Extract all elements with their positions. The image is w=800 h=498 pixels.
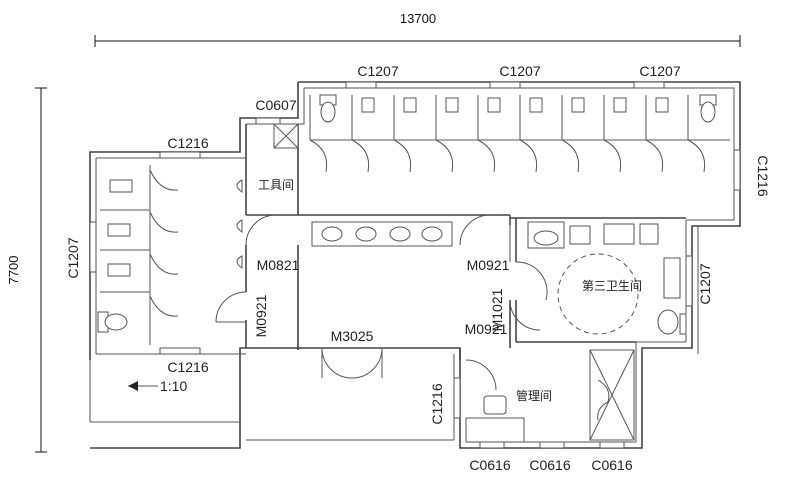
window-label-c1207-top-left: C1207: [357, 63, 398, 79]
third-restroom-fixtures: [527, 221, 687, 335]
door-m0821[interactable]: [245, 214, 277, 246]
desk-icon: [465, 417, 525, 443]
squat-toilet-icon: [403, 97, 417, 113]
door-label-m0821: M0821: [257, 257, 300, 273]
squat-toilet-icon: [445, 97, 459, 113]
squat-toilet-icon: [655, 97, 669, 113]
sink-icon: [569, 225, 591, 245]
window-markers: [89, 81, 741, 449]
squat-toilet-icon: [487, 97, 501, 113]
door-label-m0921-left: M0921: [253, 294, 269, 337]
window-label-c1207-left: C1207: [65, 237, 81, 278]
room-label-third-restroom: 第三卫生间: [582, 279, 642, 293]
room-label-tool-room: 工具间: [258, 178, 294, 192]
window-label-c1207-top-mid: C1207: [499, 63, 540, 79]
squat-toilet-icon: [571, 97, 585, 113]
height-label: 7700: [6, 256, 21, 285]
door-label-m0921-lower: M0921: [465, 321, 508, 337]
wall-urinals: [236, 179, 243, 269]
urinal-icon: [236, 255, 243, 269]
left-stall-column: [97, 165, 179, 345]
turning-circle: [557, 253, 639, 335]
window-label-c1216-top: C1216: [167, 135, 208, 151]
top-stall-row: [309, 94, 730, 173]
door-label-m3025: M3025: [331, 328, 374, 344]
entrance-ramp: 1:10: [128, 378, 187, 394]
sink-icon: [389, 226, 411, 242]
cabinet-icon: [639, 223, 659, 245]
door-m3025[interactable]: [321, 347, 353, 379]
squat-toilet-icon: [109, 179, 133, 193]
window-label-c0616-a: C0616: [469, 457, 510, 473]
squat-toilet-icon: [361, 97, 375, 113]
window-labels: C1207 C1207 C1207 C0607 C1216 C1216 C120…: [65, 63, 771, 473]
toilet-icon: [700, 101, 716, 123]
dimension-width: 13700: [94, 11, 741, 47]
window-label-c0616-b: C0616: [529, 457, 570, 473]
window-label-c0616-c: C0616: [591, 457, 632, 473]
squat-toilet-icon: [613, 97, 627, 113]
squat-toilet-icon: [529, 97, 543, 113]
door-label-m0921-mid: M0921: [467, 257, 510, 273]
window-label-c1216-right: C1216: [755, 155, 771, 196]
door-m0921-mid[interactable]: [459, 214, 491, 246]
window-label-c1216-lower-mid: C1216: [429, 383, 445, 424]
sink-icon: [355, 226, 377, 242]
window-label-c0607: C0607: [255, 97, 296, 113]
toilet-icon: [320, 101, 336, 123]
door-label-m1021: M1021: [489, 288, 505, 331]
urinal-icon: [236, 219, 243, 233]
management-furniture: [465, 395, 525, 443]
door-labels: M0821 M0921 M0921 M0921 M1021 M3025: [253, 257, 510, 344]
toilet-icon: [104, 313, 128, 331]
window-label-c1216-bottom: C1216: [167, 359, 208, 375]
urinal-icon: [236, 179, 243, 193]
squat-toilet-icon: [107, 223, 131, 237]
squat-toilet-icon: [107, 263, 131, 277]
door-m1021[interactable]: [515, 261, 548, 301]
width-label: 13700: [400, 11, 436, 26]
chair-icon: [483, 395, 507, 415]
toilet-icon: [657, 309, 679, 335]
room-labels: 工具间 第三卫生间 管理间: [258, 178, 642, 403]
exhaust-fan-icon: [273, 123, 299, 149]
ramp-slope-label: 1:10: [160, 378, 187, 394]
sink-icon: [321, 226, 343, 242]
baby-changer-icon: [603, 223, 635, 245]
window-label-c1207-right: C1207: [697, 263, 713, 304]
door-m0921-lower[interactable]: [465, 359, 497, 391]
room-label-management: 管理间: [516, 388, 552, 403]
dimension-height: 7700: [6, 87, 47, 453]
storage-room: [589, 349, 635, 441]
door-swings: [215, 214, 548, 391]
wash-basin-counter: [311, 221, 453, 247]
grab-bar-icon: [663, 257, 681, 299]
window-label-c1207-top-right: C1207: [639, 63, 680, 79]
sink-icon: [421, 226, 443, 242]
